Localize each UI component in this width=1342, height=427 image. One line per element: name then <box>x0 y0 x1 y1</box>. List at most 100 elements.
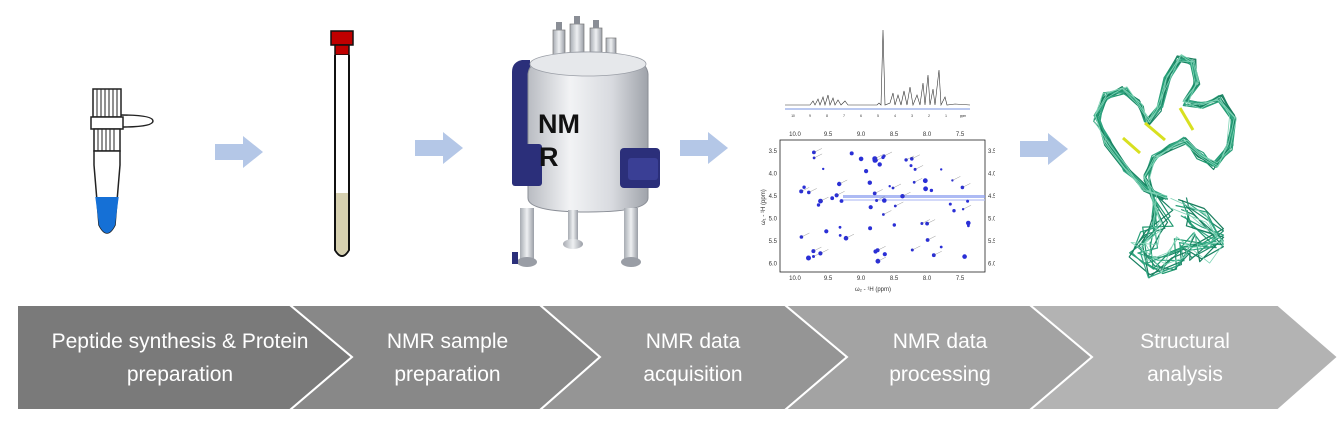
peak-leader-line <box>963 205 972 210</box>
spectrometer-label-line1: NM <box>538 109 580 139</box>
peak-leader-line <box>962 183 971 188</box>
peak-leader-line <box>808 188 817 193</box>
nmr-spectrometer-icon: NM R <box>512 16 660 267</box>
cross-peak <box>925 221 929 226</box>
top-axis-tick-label: 7.5 <box>956 132 965 138</box>
ppm-tick-label: 3 <box>911 114 913 118</box>
peak-leader-line <box>874 154 883 159</box>
cross-peak <box>818 251 823 256</box>
cross-peak <box>838 225 842 229</box>
cross-peak <box>864 169 869 174</box>
bottom-axis-tick-label: 8.5 <box>890 276 899 282</box>
cross-peak <box>875 258 881 264</box>
cross-peak <box>948 202 952 206</box>
cross-peak <box>799 235 804 239</box>
peak-leader-line <box>921 219 930 224</box>
left-axis-tick-label: 4.5 <box>769 194 778 200</box>
peak-leader-line <box>883 210 892 215</box>
top-axis-tick-label: 8.0 <box>923 132 932 138</box>
ppm-tick-label: 7 <box>843 114 845 118</box>
cross-peak <box>882 252 887 257</box>
spectrum-x-axis-label: ω₂ - ¹H (ppm) <box>855 287 891 293</box>
cross-peak <box>875 199 879 202</box>
peak-leader-line <box>906 155 915 161</box>
cross-peak <box>812 156 816 160</box>
cross-peak <box>816 203 821 207</box>
step-4-label: NMR data processing <box>889 330 991 386</box>
cross-peak <box>873 249 878 254</box>
ppm-tick-label: 4 <box>894 114 896 118</box>
peak-leader-line <box>813 148 822 153</box>
cross-peak <box>912 180 916 184</box>
peak-leader-line <box>845 234 855 239</box>
cross-peak <box>802 185 806 189</box>
left-axis-tick-label: 3.5 <box>769 149 778 155</box>
top-axis-tick-label: 8.5 <box>890 132 899 138</box>
peak-leader-line <box>820 196 829 202</box>
cross-peak <box>892 223 896 227</box>
peak-leader-line <box>801 187 810 192</box>
cross-peak <box>872 191 877 196</box>
peak-leader-line <box>877 257 886 262</box>
nmr-tube-icon <box>330 30 354 257</box>
right-axis-tick-label: 5.5 <box>988 239 995 245</box>
cross-peak <box>910 157 914 161</box>
ppm-tick-label: ppm <box>960 114 967 118</box>
cross-peak <box>929 188 934 193</box>
right-axis-tick-label: 6.0 <box>988 262 995 268</box>
cross-peak <box>961 208 965 211</box>
cross-peak <box>962 254 967 259</box>
cross-peak <box>849 151 854 156</box>
peak-leader-line <box>895 201 904 207</box>
cross-peak <box>868 205 873 210</box>
cross-peak <box>922 178 928 184</box>
peak-leader-line <box>814 153 823 159</box>
left-axis-tick-label: 5.5 <box>769 239 778 245</box>
flow-arrow-3 <box>680 132 728 164</box>
disulfide-bond <box>1144 121 1166 142</box>
peak-leader-line <box>820 249 829 254</box>
peak-leader-line <box>933 251 942 256</box>
ppm-tick-label: 6 <box>860 114 862 118</box>
top-axis-tick-label: 9.0 <box>857 132 866 138</box>
backbone-trace <box>1093 60 1235 265</box>
right-axis-tick-label: 3.5 <box>988 149 995 155</box>
left-axis-tick-label: 5.0 <box>769 217 778 223</box>
cross-peak <box>824 229 829 234</box>
cross-peak <box>830 196 835 201</box>
step-5-label: Structural analysis <box>1140 330 1230 386</box>
peak-leader-line <box>813 246 822 252</box>
cross-peak <box>910 248 914 252</box>
protein-structure-ensemble-icon <box>1093 54 1237 279</box>
peak-leader-line <box>836 191 845 196</box>
microcentrifuge-tube-icon <box>90 88 154 234</box>
bottom-axis-tick-label: 7.5 <box>956 276 965 282</box>
cross-peak <box>822 167 825 171</box>
bottom-axis-tick-label: 9.0 <box>857 276 866 282</box>
cross-peak <box>812 150 816 155</box>
cross-peak <box>882 198 887 203</box>
flow-arrow-1 <box>215 136 263 168</box>
cross-peak <box>877 162 882 167</box>
step-2-label: NMR sample preparation <box>386 330 509 386</box>
cross-peak <box>807 190 811 195</box>
bottom-axis-tick-label: 8.0 <box>923 276 932 282</box>
peak-leader-line <box>883 151 893 157</box>
ppm-tick-label: 2 <box>928 114 930 118</box>
cross-peak <box>925 238 930 242</box>
cross-peak <box>806 255 811 261</box>
cross-peak <box>839 199 844 203</box>
peak-leader-line <box>912 245 921 251</box>
peak-leader-line <box>876 196 885 201</box>
peak-leader-line <box>927 219 936 224</box>
top-axis-tick-label: 9.5 <box>824 132 833 138</box>
backbone-trace <box>1098 57 1235 279</box>
cross-peak <box>940 168 943 171</box>
top-axis-tick-label: 10.0 <box>789 132 801 138</box>
peak-leader-line <box>892 183 902 189</box>
bottom-axis-tick-label: 10.0 <box>789 276 801 282</box>
bottom-axis-tick-label: 9.5 <box>824 276 833 282</box>
peak-leader-line <box>902 192 911 197</box>
peak-leader-line <box>874 189 883 194</box>
